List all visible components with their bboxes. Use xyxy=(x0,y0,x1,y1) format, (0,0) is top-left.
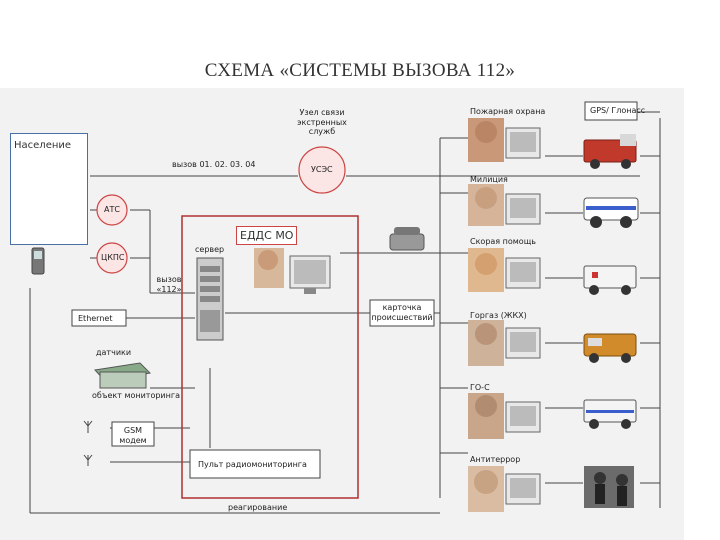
radio-console-label: Пульт радиомониторинга xyxy=(198,460,307,469)
ambulance-icon xyxy=(583,265,637,295)
utilities-station xyxy=(468,320,541,366)
atc-circle xyxy=(96,194,128,226)
gochs-label: ГО-С xyxy=(470,383,490,392)
incident-card-label: карточка происшествий xyxy=(371,303,433,322)
operator-workstation-icon xyxy=(254,248,331,294)
ukps-label: ЦКПС xyxy=(101,253,125,262)
ambulance-station xyxy=(468,248,541,292)
antiterror-station xyxy=(468,466,541,512)
ethernet-box xyxy=(71,309,127,327)
edds-border xyxy=(181,215,359,499)
diagram-canvas: АТС ЦКПС Узел связи экстренных служб УСЭ… xyxy=(0,88,684,540)
diagram-graphics xyxy=(21,101,661,514)
fire-truck-icon xyxy=(583,134,637,169)
uses-circle xyxy=(298,146,346,194)
sensors-label: датчики xyxy=(96,348,132,357)
node-label: Узел связи экстренных служб xyxy=(297,108,347,137)
fire-service-station xyxy=(468,118,541,162)
ethernet-label: Ethernet xyxy=(78,314,113,323)
utility-van-icon xyxy=(583,333,637,363)
population-label: Население xyxy=(14,140,72,151)
gochs-station xyxy=(468,393,541,439)
page-title: СХЕМА «СИСТЕМЫ ВЫЗОВА 112» xyxy=(204,60,516,81)
monitoring-device-icon xyxy=(94,362,152,389)
call-codes-label: вызов 01. 02. 03. 04 xyxy=(172,160,256,169)
eddc-label: ЕДДС МО xyxy=(236,226,298,245)
police-station xyxy=(468,184,541,226)
police-label: Милиция xyxy=(470,175,508,184)
desk-phone-icon xyxy=(389,227,425,251)
radio-console-box xyxy=(189,449,321,479)
server-label: сервер xyxy=(195,245,225,254)
atc-label: АТС xyxy=(104,205,120,214)
police-car-icon xyxy=(583,197,639,228)
antiterror-team-icon xyxy=(584,466,634,508)
reaction-label: реагирование xyxy=(228,503,288,512)
gsm-label: GSM модем xyxy=(119,426,147,445)
ambulance-label: Скорая помощь xyxy=(470,237,536,246)
mobile-phone-icon xyxy=(31,247,45,275)
call112-label: вызов «112» xyxy=(156,275,182,294)
gps-label: GPS/ Глонасс xyxy=(590,106,646,115)
gsm-box xyxy=(111,421,155,447)
monitoring-label: объект мониторинга xyxy=(92,391,180,400)
population-box: Население xyxy=(10,133,88,245)
incident-card-box xyxy=(369,299,435,327)
gps-box xyxy=(584,101,638,121)
utilities-label: Горгаз (ЖКХ) xyxy=(470,311,527,320)
ukps-circle xyxy=(96,242,128,274)
server-icon xyxy=(196,257,224,341)
uses-label: УСЭС xyxy=(311,165,333,174)
fire-label: Пожарная охрана xyxy=(470,107,546,116)
antiterror-label: Антитеррор xyxy=(470,455,521,464)
emergency-van-icon xyxy=(583,399,637,429)
